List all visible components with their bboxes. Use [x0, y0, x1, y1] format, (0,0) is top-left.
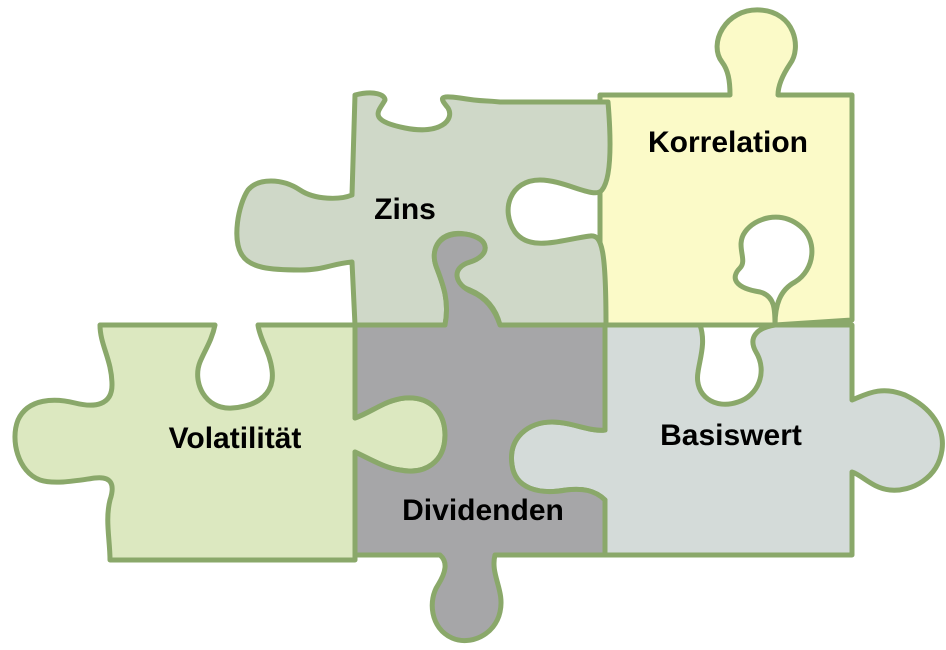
label-basiswert: Basiswert — [660, 419, 802, 452]
puzzle-piece-dividenden — [352, 231, 608, 644]
label-dividenden: Dividenden — [402, 494, 564, 527]
label-volatilitaet: Volatilität — [169, 422, 302, 455]
puzzle-piece-zins — [234, 90, 613, 328]
label-korrelation: Korrelation — [648, 126, 808, 159]
label-zins: Zins — [374, 193, 436, 226]
puzzle-piece-korrelation — [597, 7, 855, 328]
